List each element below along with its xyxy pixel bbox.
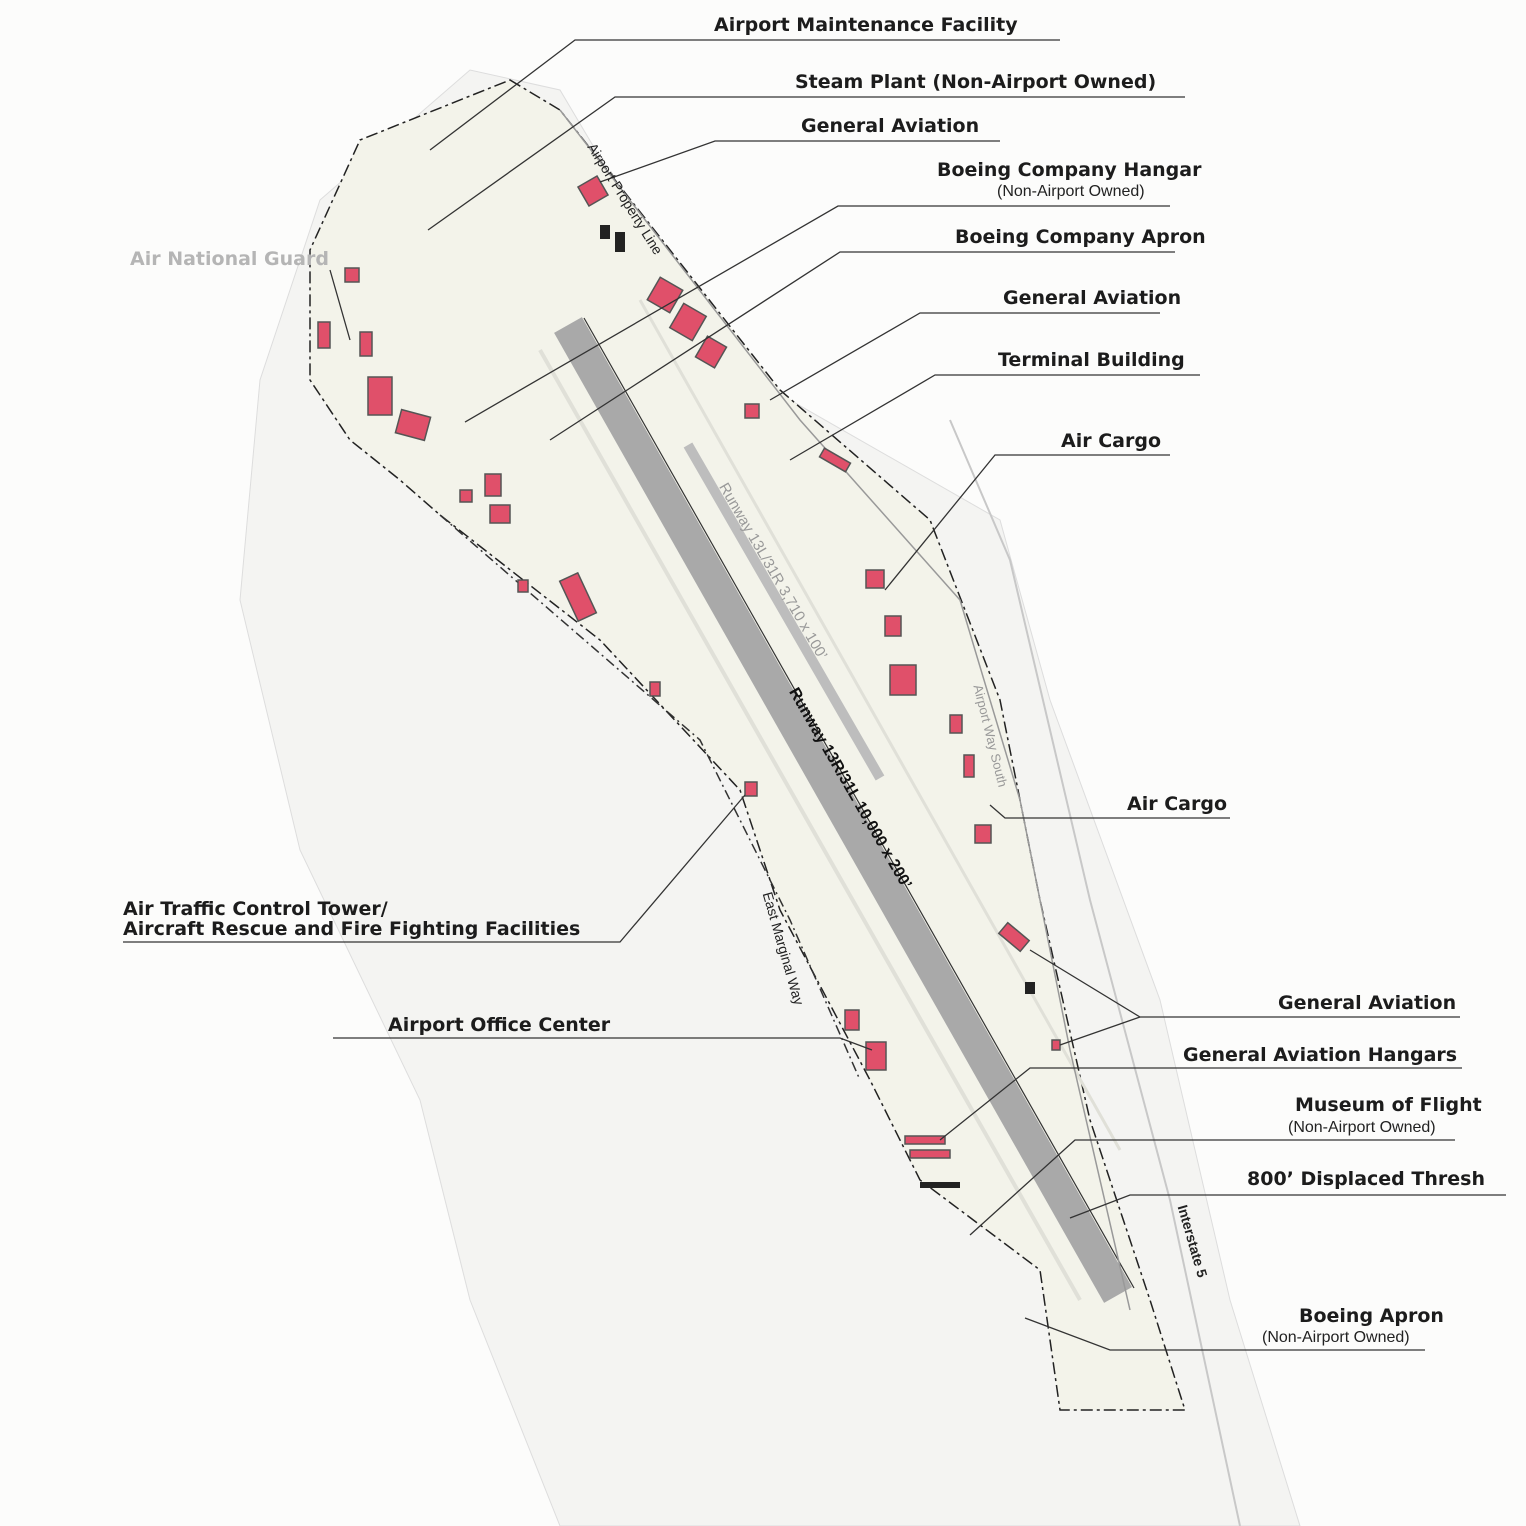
building <box>949 714 963 734</box>
label-displaced-threshold: 800’ Displaced Thresh <box>1247 1168 1485 1190</box>
dark-structures <box>600 225 1035 1188</box>
runway-13l-31r <box>683 442 885 781</box>
airport-property <box>309 79 1187 1411</box>
label-boeing-apron-south-sub: (Non-Airport Owned) <box>1262 1329 1410 1346</box>
building <box>459 489 473 503</box>
building <box>359 331 373 357</box>
label-maintenance-facility: Airport Maintenance Facility <box>714 14 1018 36</box>
leader-lines <box>123 39 1506 1351</box>
building <box>865 1041 887 1071</box>
label-air-cargo-1: Air Cargo <box>1061 430 1161 452</box>
label-office-center: Airport Office Center <box>388 1014 611 1036</box>
building <box>517 579 529 593</box>
building <box>744 781 758 797</box>
building <box>394 408 432 442</box>
label-steam-plant: Steam Plant (Non-Airport Owned) <box>795 71 1157 93</box>
building <box>558 571 598 623</box>
label-ga-hangars: General Aviation Hangars <box>1183 1044 1458 1066</box>
label-general-aviation-3: General Aviation <box>1278 992 1457 1014</box>
building <box>844 1009 860 1031</box>
building <box>1051 1039 1061 1051</box>
interstate-5 <box>949 419 1241 1526</box>
taxiway <box>638 299 1122 1151</box>
building <box>744 403 760 419</box>
label-atct-line2: Aircraft Rescue and Fire Fighting Facili… <box>123 918 581 940</box>
building <box>694 335 728 369</box>
building <box>668 302 708 342</box>
label-terminal-building: Terminal Building <box>998 349 1185 371</box>
building <box>889 664 917 696</box>
label-boeing-hangar: Boeing Company Hangar <box>937 159 1202 181</box>
building <box>646 276 684 314</box>
building <box>489 504 511 524</box>
label-museum-of-flight: Museum of Flight <box>1295 1094 1482 1116</box>
building <box>484 473 502 497</box>
building <box>865 569 885 589</box>
label-air-national-guard: Air National Guard <box>130 248 329 270</box>
label-air-cargo-2: Air Cargo <box>1127 793 1227 815</box>
building <box>344 267 360 283</box>
runway-13r-31l <box>554 317 1132 1303</box>
building <box>997 921 1031 953</box>
building <box>317 321 331 349</box>
buildings <box>317 174 1061 1159</box>
building <box>818 447 852 473</box>
label-general-aviation-2: General Aviation <box>1003 287 1182 309</box>
label-atct-line1: Air Traffic Control Tower/ <box>123 898 388 920</box>
label-museum-sub: (Non-Airport Owned) <box>1288 1119 1436 1136</box>
building <box>909 1149 951 1159</box>
building <box>576 174 610 208</box>
east-marginal-way <box>439 514 861 1081</box>
building <box>884 615 902 637</box>
building <box>974 824 992 844</box>
label-boeing-hangar-sub: (Non-Airport Owned) <box>997 183 1145 200</box>
label-boeing-apron: Boeing Company Apron <box>955 226 1206 248</box>
airport-way-south <box>559 109 1131 1311</box>
label-boeing-apron-south: Boeing Apron <box>1299 1305 1444 1327</box>
building <box>649 681 661 697</box>
building <box>367 376 393 416</box>
taxiway <box>538 349 1082 1301</box>
label-general-aviation-1: General Aviation <box>801 115 980 137</box>
building <box>904 1135 946 1145</box>
building <box>963 754 975 778</box>
